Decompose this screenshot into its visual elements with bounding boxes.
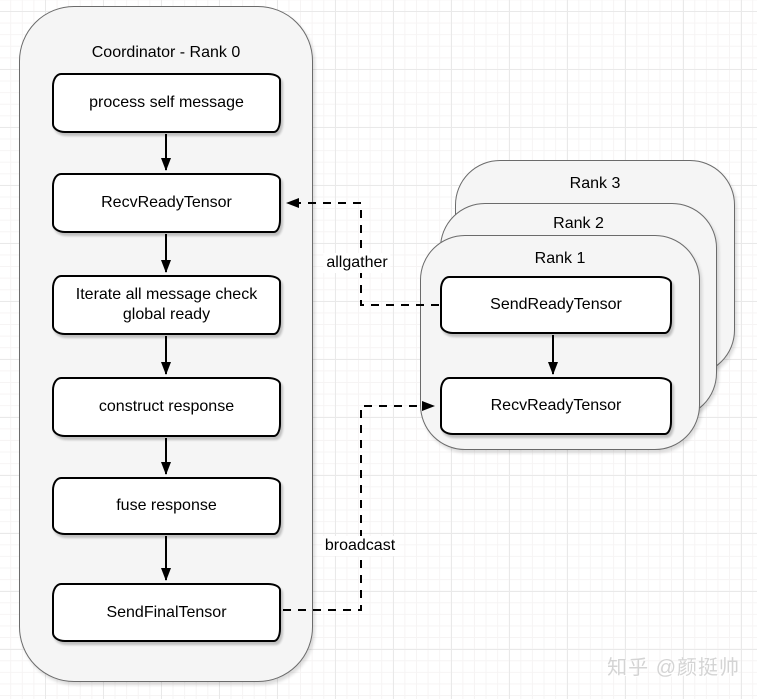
step-fuse-response: fuse response [52,477,281,535]
step-send-ready-tensor: SendReadyTensor [440,276,672,334]
panel-rank-2-title: Rank 2 [553,215,604,232]
panel-rank-1-title: Rank 1 [534,250,586,267]
allgather-label: allgather [323,253,391,273]
step-process-self-message: process self message [52,73,281,133]
step-iterate-check-ready: Iterate all message check global ready [52,275,281,335]
panel-rank-3-title: Rank 3 [569,175,621,192]
step-recv-ready-tensor-worker: RecvReadyTensor [440,377,672,435]
panel-coordinator-title: Coordinator - Rank 0 [91,44,241,61]
watermark: 知乎 @颜挺帅 [607,657,740,679]
step-send-final-tensor: SendFinalTensor [52,583,281,642]
broadcast-label: broadcast [321,536,399,556]
step-recv-ready-tensor-coordinator: RecvReadyTensor [52,173,281,233]
step-construct-response: construct response [52,377,281,437]
